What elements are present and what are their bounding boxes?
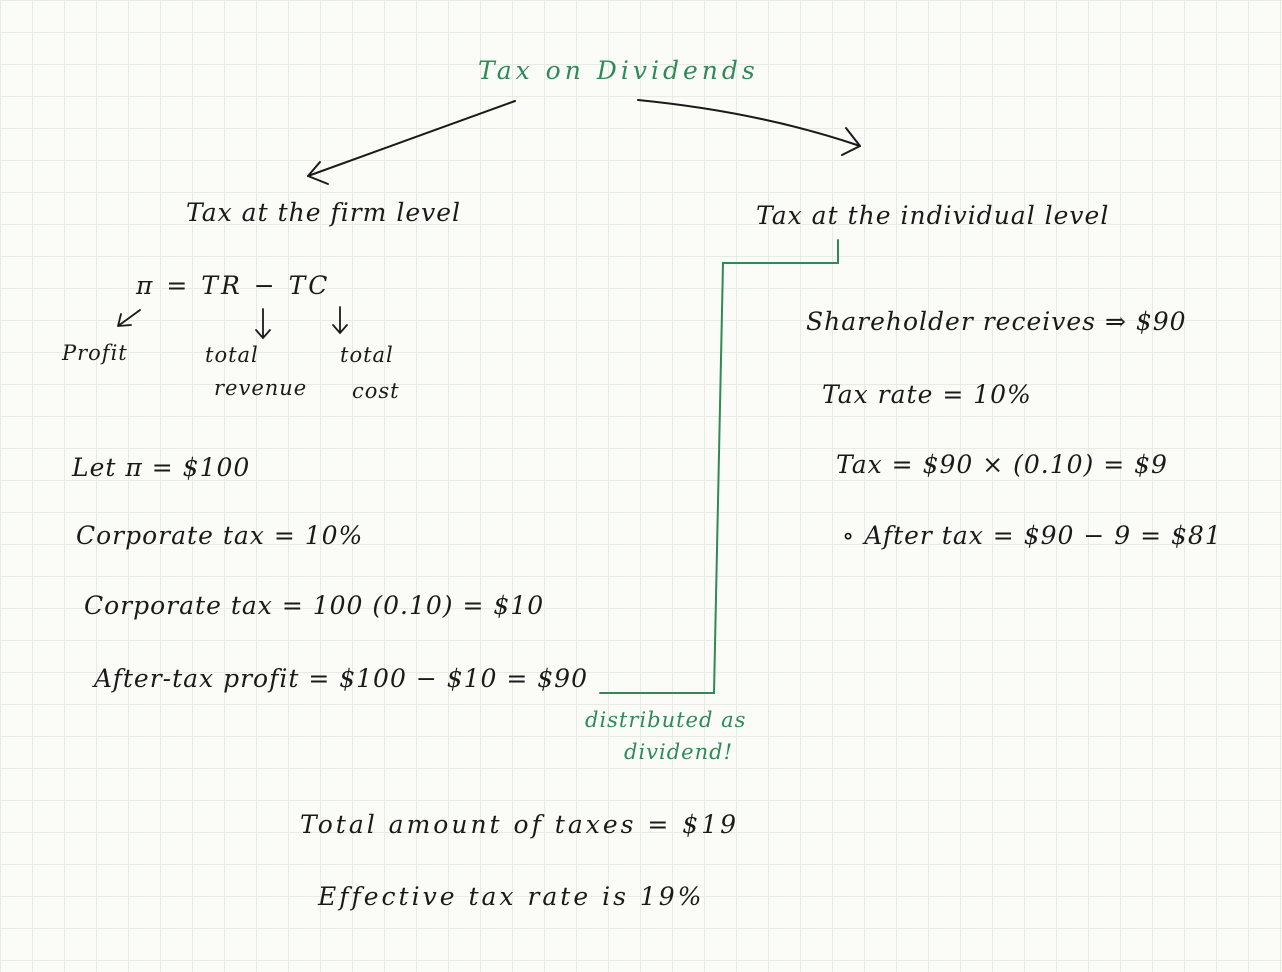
arrow-to-individual-level — [637, 99, 861, 156]
label-total-cost-1: total — [340, 343, 394, 367]
firm-line-corporate-tax-rate: Corporate tax = 10% — [76, 521, 364, 550]
firm-level-heading: Tax at the firm level — [186, 198, 462, 227]
dividend-annotation-2: dividend! — [624, 740, 734, 764]
label-total-revenue-2: revenue — [214, 376, 308, 400]
individual-line-tax-rate: Tax rate = 10% — [822, 380, 1032, 409]
individual-line-after-tax: ∘ After tax = $90 − 9 = $81 — [842, 521, 1222, 550]
label-profit: Profit — [62, 341, 128, 365]
dividend-connector-line — [599, 239, 839, 694]
diagram-title: Tax on Dividends — [478, 56, 759, 85]
label-total-revenue-1: total — [205, 343, 259, 367]
label-total-cost-2: cost — [352, 379, 400, 403]
arrow-to-total-revenue — [255, 308, 271, 340]
summary-effective-rate: Effective tax rate is 19% — [318, 882, 705, 911]
firm-line-corporate-tax-amount: Corporate tax = 100 (0.10) = $10 — [84, 591, 545, 620]
arrow-to-firm-level — [307, 100, 516, 185]
firm-line-let-profit: Let π = $100 — [72, 453, 251, 482]
summary-total-taxes: Total amount of taxes = $19 — [300, 810, 740, 839]
profit-equation: π = TR − TC — [136, 271, 331, 300]
arrow-to-profit — [117, 309, 141, 327]
dividend-annotation-1: distributed as — [585, 708, 747, 732]
arrow-to-total-cost — [332, 306, 348, 335]
firm-line-after-tax-profit: After-tax profit = $100 − $10 = $90 — [94, 664, 588, 693]
individual-line-tax-amount: Tax = $90 × (0.10) = $9 — [836, 450, 1168, 479]
individual-level-heading: Tax at the individual level — [756, 201, 1110, 230]
individual-line-shareholder-receives: Shareholder receives ⇒ $90 — [806, 307, 1187, 336]
